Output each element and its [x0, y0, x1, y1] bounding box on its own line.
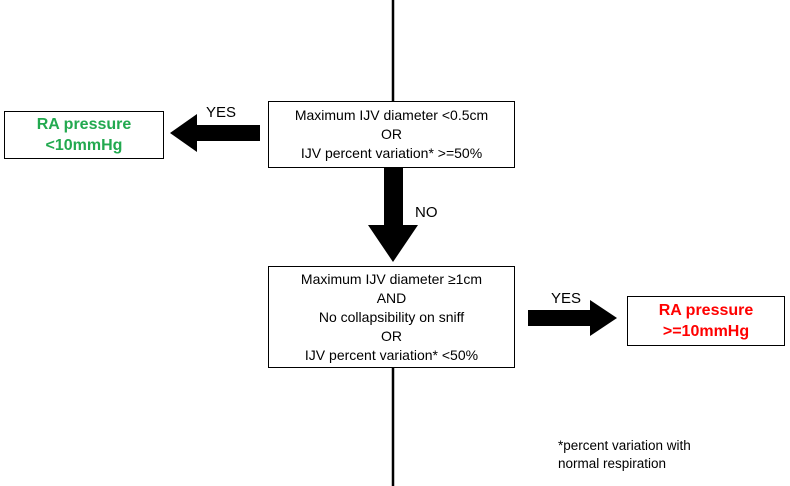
- decision-bottom-line-4: OR: [381, 327, 402, 344]
- decision-bottom-line-5: IJV percent variation* <50%: [304, 346, 479, 363]
- decision-top-line-2: OR: [381, 126, 402, 142]
- decision-top-line-1: Maximum IJV diameter <0.5cm: [294, 107, 489, 123]
- result-box-high: RA pressure >=10mmHg: [627, 296, 785, 346]
- decision-bottom-line-2: AND: [376, 289, 407, 306]
- arrow-left: [170, 114, 260, 152]
- result-low-line-2: <10mmHg: [45, 137, 123, 154]
- label-yes-right: YES: [551, 290, 582, 307]
- result-low-line-1: RA pressure: [36, 116, 132, 133]
- arrow-down: [368, 168, 418, 262]
- label-yes-left: YES: [206, 104, 237, 121]
- arrow-right: [528, 300, 617, 336]
- result-box-low: RA pressure <10mmHg: [4, 111, 164, 159]
- result-high-line-1: RA pressure: [658, 302, 754, 319]
- footnote: *percent variation with normal respirati…: [558, 437, 691, 473]
- decision-bottom-line-1: Maximum IJV diameter ≥1cm: [300, 270, 483, 287]
- label-no-down: NO: [415, 204, 438, 221]
- footnote-line-2: normal respiration: [558, 456, 667, 471]
- decision-box-top: Maximum IJV diameter <0.5cm OR IJV perce…: [268, 101, 515, 168]
- result-high-line-2: >=10mmHg: [662, 323, 750, 340]
- decision-bottom-line-3: No collapsibility on sniff: [318, 308, 465, 325]
- decision-box-bottom: Maximum IJV diameter ≥1cm AND No collaps…: [268, 266, 515, 368]
- decision-top-line-3: IJV percent variation* >=50%: [300, 145, 483, 161]
- footnote-line-1: *percent variation with: [558, 438, 691, 453]
